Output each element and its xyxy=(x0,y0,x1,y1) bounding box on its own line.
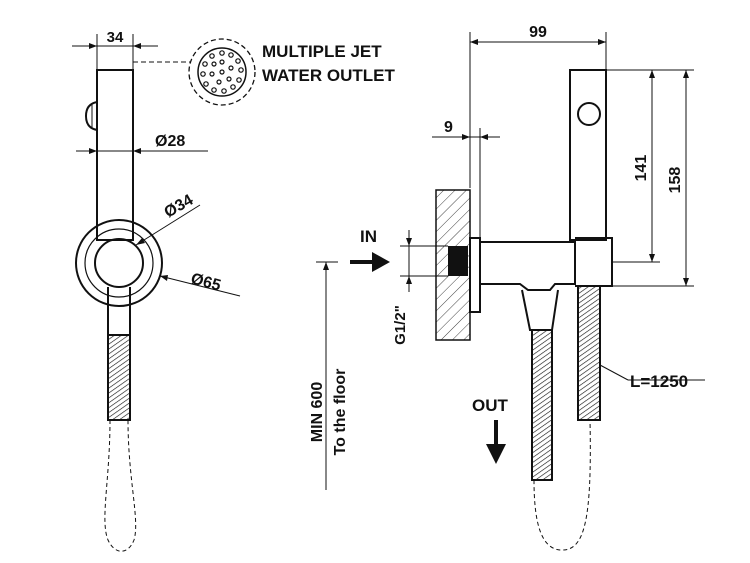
outlet-callout: MULTIPLE JET WATER OUTLET xyxy=(133,38,395,106)
outlet-detail-circle xyxy=(188,38,256,106)
in-label: IN xyxy=(360,227,377,246)
socket-dia-label: Ø34 xyxy=(162,192,197,222)
supply-hose-out xyxy=(531,329,553,481)
handle-dia-label: Ø28 xyxy=(155,133,185,150)
hand-shower-body xyxy=(96,69,134,241)
dimension-wall-offset-9: 9 xyxy=(432,119,500,240)
dimension-socket-dia: Ø34 xyxy=(135,192,201,246)
side-view: 99 9 141 158 xyxy=(309,24,705,551)
dimension-width-34: 34 xyxy=(72,29,158,70)
hand-shower-side xyxy=(569,69,607,241)
dimension-flange-dia: Ø65 xyxy=(159,270,241,297)
width-dim-label: 34 xyxy=(107,29,124,46)
elbow-body xyxy=(479,241,576,291)
dimension-depth-99: 99 xyxy=(469,24,607,188)
front-view: 34 Ø28 Ø34 Ø65 xyxy=(72,29,241,552)
dimension-handle-dia: Ø28 xyxy=(76,133,208,154)
in-arrow: IN xyxy=(350,227,390,272)
flange-inner-ring xyxy=(84,228,154,298)
outlet-label-line1: MULTIPLE JET xyxy=(262,42,382,61)
height-141-label: 141 xyxy=(633,155,650,182)
flange-dia-label: Ø65 xyxy=(189,270,223,294)
dimension-height-141: 141 xyxy=(606,69,694,263)
thread-label: G1/2" xyxy=(392,305,409,345)
hose-loop xyxy=(533,419,591,551)
out-label: OUT xyxy=(472,396,509,415)
dimension-floor: MIN 600 To the floor xyxy=(309,261,349,490)
depth-dim-label: 99 xyxy=(529,24,547,41)
out-arrow: OUT xyxy=(472,396,509,464)
wall-flange-side xyxy=(469,237,481,313)
floor-label-line2: To the floor xyxy=(332,369,349,456)
dimension-thread: G1/2" xyxy=(392,230,448,345)
wall-flange xyxy=(75,219,163,307)
height-158-label: 158 xyxy=(667,167,684,194)
push-button-side xyxy=(577,102,601,126)
floor-label-line1: MIN 600 xyxy=(309,382,326,443)
dimension-height-158: 158 xyxy=(606,70,694,287)
hose-length-label: L=1250 xyxy=(630,372,688,391)
hose-socket xyxy=(94,238,144,288)
jet-nozzles xyxy=(200,50,244,94)
outlet-connector xyxy=(521,289,559,331)
wall-offset-label: 9 xyxy=(444,119,453,136)
hand-shower-holder xyxy=(575,237,613,287)
shower-hose xyxy=(577,285,601,421)
hose xyxy=(107,334,131,421)
outlet-label-line2: WATER OUTLET xyxy=(262,66,395,85)
hose-connector xyxy=(107,287,131,336)
hose-continuation xyxy=(104,419,137,552)
